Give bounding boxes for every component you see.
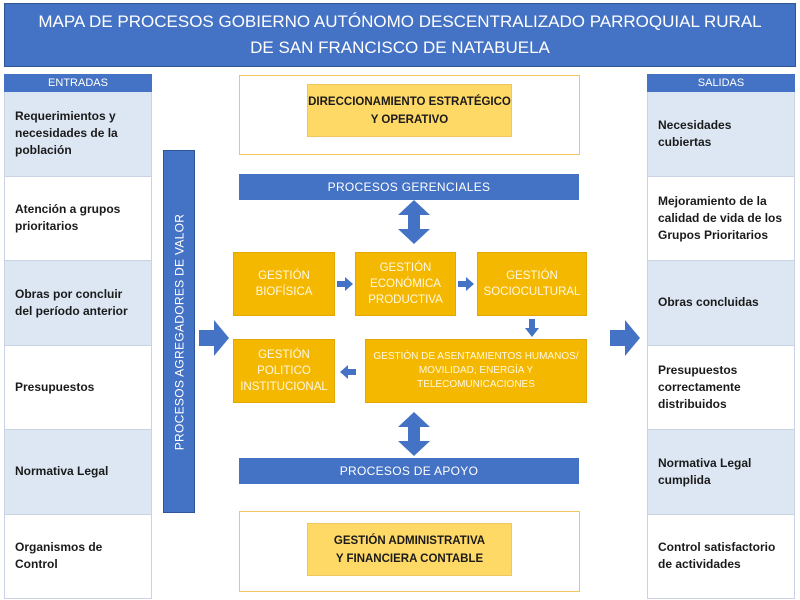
support-processes-band: PROCESOS DE APOYO — [239, 458, 579, 484]
title-line-2: DE SAN FRANCISCO DE NATABUELA — [250, 38, 550, 57]
flow-arrow-icon — [458, 277, 474, 291]
double-arrow-top-icon — [398, 200, 430, 244]
input-item: Presupuestos — [5, 345, 151, 430]
input-item: Atención a grupos prioritarios — [5, 176, 151, 261]
process-label: SOCIOCULTURAL — [483, 286, 581, 298]
value-processes-bar: PROCESOS AGREGADORES DE VALOR — [163, 150, 195, 513]
strategic-direction-box: DIRECCIONAMIENTO ESTRATÉGICO Y OPERATIVO — [307, 84, 512, 137]
output-arrow-icon — [610, 320, 640, 356]
process-label: GESTIÓN — [258, 270, 310, 282]
output-item: Control satisfactorio de actividades — [648, 514, 794, 599]
process-label: INSTITUCIONAL — [240, 381, 328, 393]
process-economica: GESTIÓN ECONÓMICA PRODUCTIVA — [355, 252, 456, 316]
output-item: Normativa Legal cumplida — [648, 430, 794, 515]
process-label: BIOFÍSICA — [255, 286, 313, 298]
process-asentamientos: GESTIÓN DE ASENTAMIENTOS HUMANOS/ MOVILI… — [365, 339, 587, 403]
flow-arrow-down-icon — [525, 319, 539, 337]
process-biofisica: GESTIÓN BIOFÍSICA — [233, 252, 335, 316]
admin-line-2: Y FINANCIERA CONTABLE — [335, 552, 484, 565]
input-item: Normativa Legal — [5, 430, 151, 515]
process-label: MOVILIDAD, ENERGÍA Y — [418, 365, 534, 376]
input-arrow-icon — [199, 320, 229, 356]
flow-arrow-icon — [337, 277, 353, 291]
flow-arrow-left-icon — [340, 365, 356, 379]
output-item: Mejoramiento de la calidad de vida de lo… — [648, 176, 794, 261]
process-politico: GESTIÓN POLITICO INSTITUCIONAL — [233, 339, 335, 403]
process-label: GESTIÓN — [506, 270, 558, 282]
input-item: Obras por concluir del período anterior — [5, 261, 151, 346]
input-item: Requerimientos y necesidades de la pobla… — [5, 92, 151, 177]
process-label: GESTIÓN DE ASENTAMIENTOS HUMANOS/ — [373, 351, 579, 362]
strategic-line-2: Y OPERATIVO — [370, 113, 449, 126]
output-item: Necesidades cubiertas — [648, 92, 794, 177]
process-label: ECONÓMICA — [370, 278, 441, 290]
page-title: MAPA DE PROCESOS GOBIERNO AUTÓNOMO DESCE… — [4, 3, 796, 67]
double-arrow-bottom-icon — [398, 412, 430, 456]
admin-finance-box: GESTIÓN ADMINISTRATIVA Y FINANCIERA CONT… — [307, 523, 512, 576]
input-item: Organismos de Control — [5, 514, 151, 599]
outputs-header: SALIDAS — [647, 74, 795, 92]
value-processes-label: PROCESOS AGREGADORES DE VALOR — [172, 213, 186, 450]
process-label: GESTIÓN — [379, 262, 432, 274]
strategic-line-1: DIRECCIONAMIENTO ESTRATÉGICO — [308, 95, 511, 108]
process-label: POLITICO — [257, 365, 311, 377]
inputs-header: ENTRADAS — [4, 74, 152, 92]
process-sociocultural: GESTIÓN SOCIOCULTURAL — [477, 252, 587, 316]
output-item: Obras concluidas — [648, 261, 794, 346]
management-processes-band: PROCESOS GERENCIALES — [239, 174, 579, 200]
title-line-1: MAPA DE PROCESOS GOBIERNO AUTÓNOMO DESCE… — [38, 12, 762, 31]
output-item: Presupuestos correctamente distribuidos — [648, 345, 794, 430]
process-label: TELECOMUNICACIONES — [417, 379, 535, 390]
admin-line-1: GESTIÓN ADMINISTRATIVA — [333, 534, 486, 547]
outputs-column: Necesidades cubiertas Mejoramiento de la… — [647, 92, 795, 599]
process-label: PRODUCTIVA — [368, 294, 443, 306]
process-label: GESTIÓN — [258, 349, 310, 361]
inputs-column: Requerimientos y necesidades de la pobla… — [4, 92, 152, 599]
